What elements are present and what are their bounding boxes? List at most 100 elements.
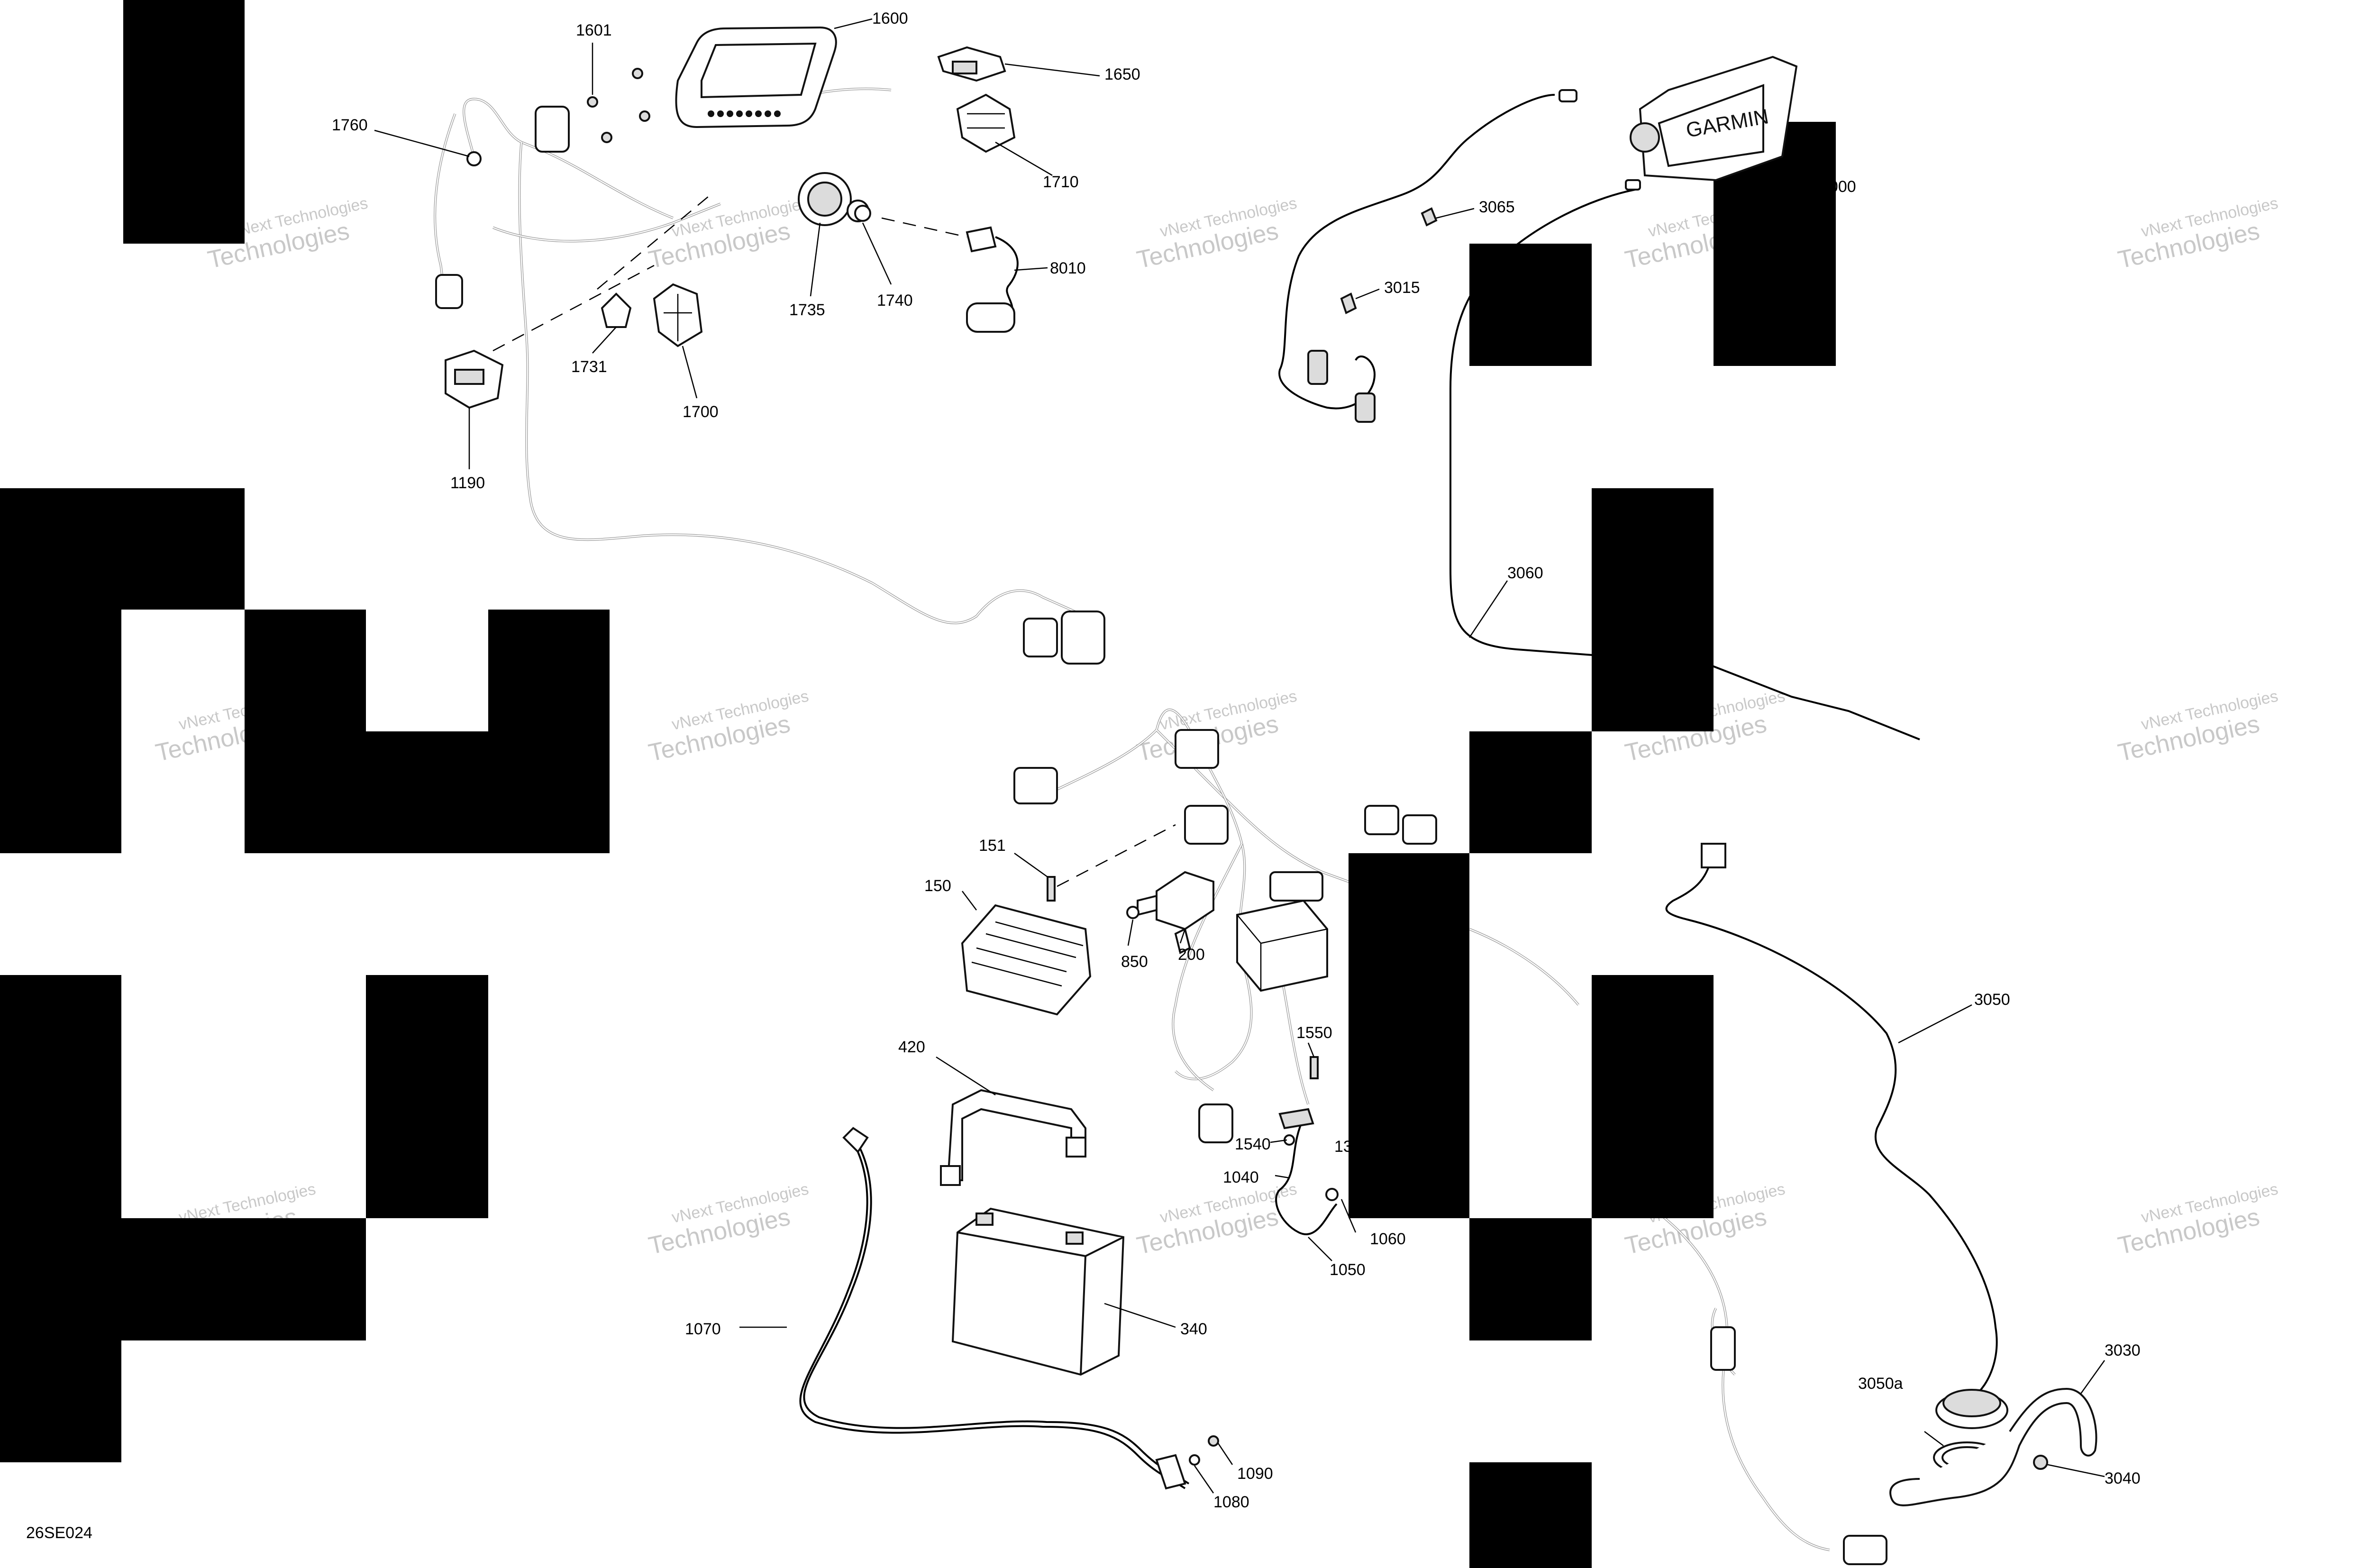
callout-1070: 1070: [685, 1320, 721, 1338]
leader-850: [1127, 919, 1134, 946]
leader-1760: [374, 129, 470, 157]
part-1080-nut: [1189, 1454, 1200, 1466]
callout-1090: 1090: [1237, 1465, 1273, 1483]
callout-1550: 1550: [1296, 1024, 1332, 1042]
leader-1731: [592, 327, 617, 354]
callout-340: 340: [1180, 1320, 1207, 1338]
leader-1040: [1275, 1175, 1290, 1179]
callout-1731: 1731: [571, 358, 607, 376]
leader-1710: [995, 141, 1053, 176]
callout-850: 850: [1121, 953, 1148, 971]
callout-1740: 1740: [877, 292, 913, 310]
callout-1040: 1040: [1223, 1168, 1259, 1186]
harness-connector: [1364, 805, 1399, 835]
leader-200: [1179, 929, 1186, 944]
part-1090-bolt: [1208, 1435, 1219, 1447]
harness-connector: [1184, 805, 1229, 845]
watermark: vNext Technologies Technologies: [2115, 687, 2279, 767]
leader-3030: [2080, 1360, 2106, 1394]
harness-connector: [1013, 767, 1058, 804]
leader-1735: [810, 222, 821, 297]
part-3015-clip: [1340, 292, 1357, 314]
leader-8010: [1014, 267, 1048, 271]
leader-3000: [1777, 179, 1811, 186]
watermark: vNext Technologies Technologies: [2115, 194, 2279, 274]
leader-150: [962, 891, 977, 911]
harness-connector: [1710, 1326, 1736, 1371]
part-1601-screws: [587, 68, 650, 143]
leader-1050: [1308, 1237, 1332, 1261]
watermark: vNext Technologies Technologies: [1134, 194, 1298, 274]
harness-connector: [1023, 618, 1058, 657]
callout-1060: 1060: [1370, 1230, 1406, 1248]
part-1650-connector: [937, 46, 1006, 82]
part-1700-switch: [653, 283, 703, 347]
leader-3060: [1468, 580, 1508, 638]
part-1740-nut: [854, 205, 871, 222]
callout-1190: 1190: [450, 474, 485, 492]
redaction-blocks: [0, 0, 1836, 1568]
parts-layer: GARMIN: [374, 18, 2106, 1506]
part-1070-battery-cable: [799, 1127, 1190, 1490]
part-3030-bracket: [1889, 1387, 2097, 1506]
part-850-nut: [1126, 906, 1139, 919]
leader-3040: [2047, 1464, 2105, 1477]
instrument-harness: [434, 87, 1086, 624]
part-3060-cable: [1278, 89, 1920, 740]
leader-1080: [1194, 1465, 1214, 1494]
callout-3050a: 3050a: [1858, 1375, 1903, 1393]
leader-151: [1014, 852, 1048, 878]
callout-1540: 1540: [1235, 1135, 1271, 1153]
leader-3050: [1898, 1004, 1972, 1044]
harness-connector: [1198, 1103, 1233, 1143]
part-340-battery: [951, 1207, 1125, 1376]
watermark: vNext Technologies Technologies: [646, 1180, 810, 1260]
watermark: vNext Technologies Technologies: [646, 194, 810, 274]
callout-1735: 1735: [789, 301, 825, 319]
leader-1540: [1270, 1139, 1287, 1143]
leader-1650: [1004, 63, 1100, 77]
assembly-line: [597, 194, 711, 290]
leader-3015: [1355, 288, 1380, 300]
callout-3015: 3015: [1384, 279, 1420, 297]
part-1550-screw: [1310, 1056, 1319, 1079]
part-1190-connector: [445, 349, 504, 409]
callout-3050: 3050: [1974, 991, 2010, 1009]
harness-connector: [1061, 611, 1105, 665]
harness-connector: [1175, 729, 1219, 769]
callout-3030: 3030: [2105, 1341, 2141, 1359]
watermark: vNext Technologies Technologies: [646, 687, 810, 767]
part-1600-display: [675, 26, 837, 128]
callout-1700: 1700: [683, 403, 719, 421]
callout-150: 150: [924, 877, 951, 895]
callout-layer: 1601 1600 1650 1760 1710 8010 1735 1740 …: [332, 9, 2141, 1511]
callout-3040: 3040: [2105, 1469, 2141, 1487]
assembly-line: [1057, 824, 1176, 887]
part-3000-gps: GARMIN: [1630, 55, 1798, 182]
callout-8010: 8010: [1050, 259, 1086, 277]
callout-1600: 1600: [872, 9, 908, 27]
part-1760-clip: [466, 151, 482, 166]
part-150-regulator: [961, 904, 1092, 1016]
harness-layer: [434, 87, 1887, 1565]
leader-420: [936, 1056, 996, 1096]
harness-connector: [1843, 1535, 1887, 1565]
callout-151: 151: [979, 837, 1006, 855]
diagram-code: 26SE024: [26, 1524, 92, 1542]
callout-1050: 1050: [1330, 1261, 1366, 1279]
callout-1650: 1650: [1104, 65, 1140, 83]
fuse-box: [1236, 871, 1328, 992]
callout-200: 200: [1178, 946, 1205, 964]
watermark: vNext Technologies Technologies: [2115, 1180, 2279, 1260]
harness-connector: [1402, 814, 1437, 845]
part-3065-clip: [1421, 207, 1438, 227]
part-3050-antenna-cable: [1665, 843, 1998, 1399]
leader-1060: [1340, 1199, 1357, 1233]
part-1710-switch: [956, 93, 1016, 153]
leader-1700: [682, 346, 698, 399]
callout-420: 420: [898, 1038, 925, 1056]
part-1731-bulb: [601, 292, 632, 328]
callout-13: 13: [1334, 1138, 1352, 1156]
leader-1090: [1217, 1443, 1233, 1465]
